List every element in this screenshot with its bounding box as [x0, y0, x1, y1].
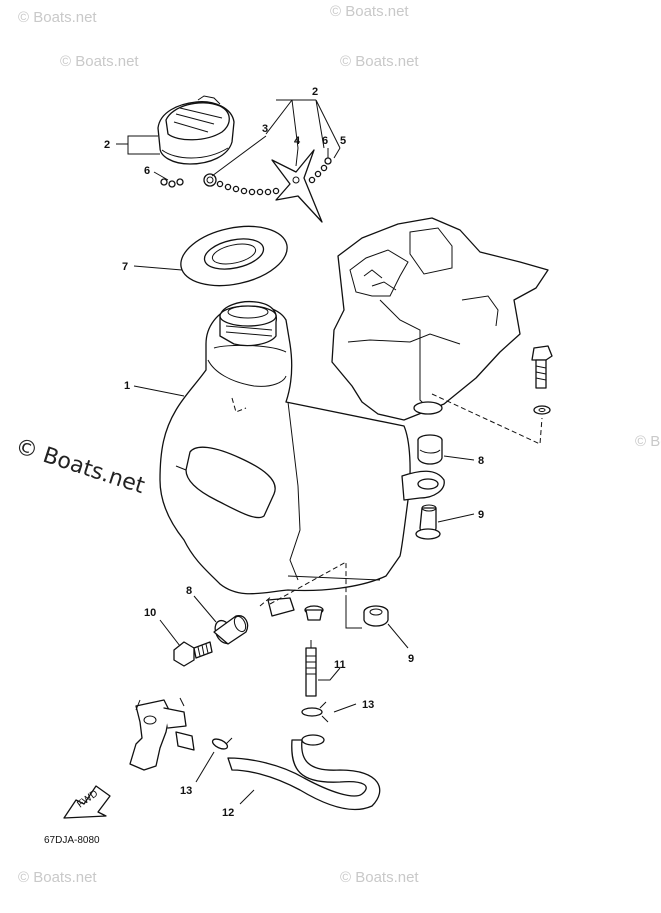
chain-retainer	[271, 149, 323, 223]
mount-bolt	[531, 345, 553, 415]
watermark-right-edge: © Boats.net	[635, 433, 661, 450]
bolt-10	[173, 641, 213, 667]
hose-clip-upper	[301, 701, 329, 723]
chain-ring-3	[203, 173, 217, 187]
grommet-lower	[213, 615, 249, 645]
callout-labels: 2 3 4 6 5 2 6 7 1 8 9 8 10 9 11 13 13 12	[104, 86, 484, 819]
callout-8-lower: 8	[186, 585, 192, 597]
collar-guide-line	[345, 600, 362, 629]
fuel-filter	[305, 640, 317, 697]
callout-4: 4	[294, 135, 301, 147]
callout-12: 12	[222, 807, 234, 819]
grommet-upper	[417, 434, 443, 465]
callout-7: 7	[122, 261, 128, 273]
callout-2-lower: 2	[104, 139, 110, 151]
watermark-large: © Boats.net	[12, 434, 148, 499]
callout-8-upper: 8	[478, 455, 484, 467]
callout-11: 11	[334, 659, 346, 671]
watermark-bottom-left: © Boats.net	[18, 869, 97, 886]
callout-13-right: 13	[362, 699, 374, 711]
callout-6-upper: 6	[322, 135, 328, 147]
diagram-code: 67DJA-8080	[44, 835, 100, 846]
fuel-tank	[159, 300, 445, 621]
callout-2-upper: 2	[312, 86, 318, 98]
fuel-hose	[227, 734, 381, 811]
tank-dashed-guide	[259, 561, 347, 607]
leader-lines	[116, 99, 475, 805]
collar-upper	[415, 504, 441, 540]
engine-housing	[331, 217, 549, 421]
callout-5: 5	[340, 135, 346, 147]
callout-9-upper: 9	[478, 509, 484, 521]
callout-10: 10	[144, 607, 156, 619]
bolt-alignment-line	[431, 393, 543, 445]
callout-1: 1	[124, 380, 130, 392]
watermark-upper-center: © Boats.net	[340, 53, 419, 70]
callout-13-left: 13	[180, 785, 192, 797]
watermark-top-left: © Boats.net	[18, 9, 97, 26]
watermark-bottom-center: © Boats.net	[340, 869, 419, 886]
callout-9-lower: 9	[408, 653, 414, 665]
watermark-upper-left: © Boats.net	[60, 53, 139, 70]
collar-lower	[363, 605, 389, 627]
forward-direction-arrow: FWD	[63, 785, 111, 819]
callout-3: 3	[262, 123, 268, 135]
fuel-cock	[129, 697, 195, 771]
cap-chain	[160, 157, 332, 196]
hose-clip-lower	[211, 737, 233, 750]
fuel-cap	[157, 95, 235, 165]
watermark-top-center: © Boats.net	[330, 3, 409, 20]
gasket	[180, 225, 288, 287]
callout-6-lower: 6	[144, 165, 150, 177]
